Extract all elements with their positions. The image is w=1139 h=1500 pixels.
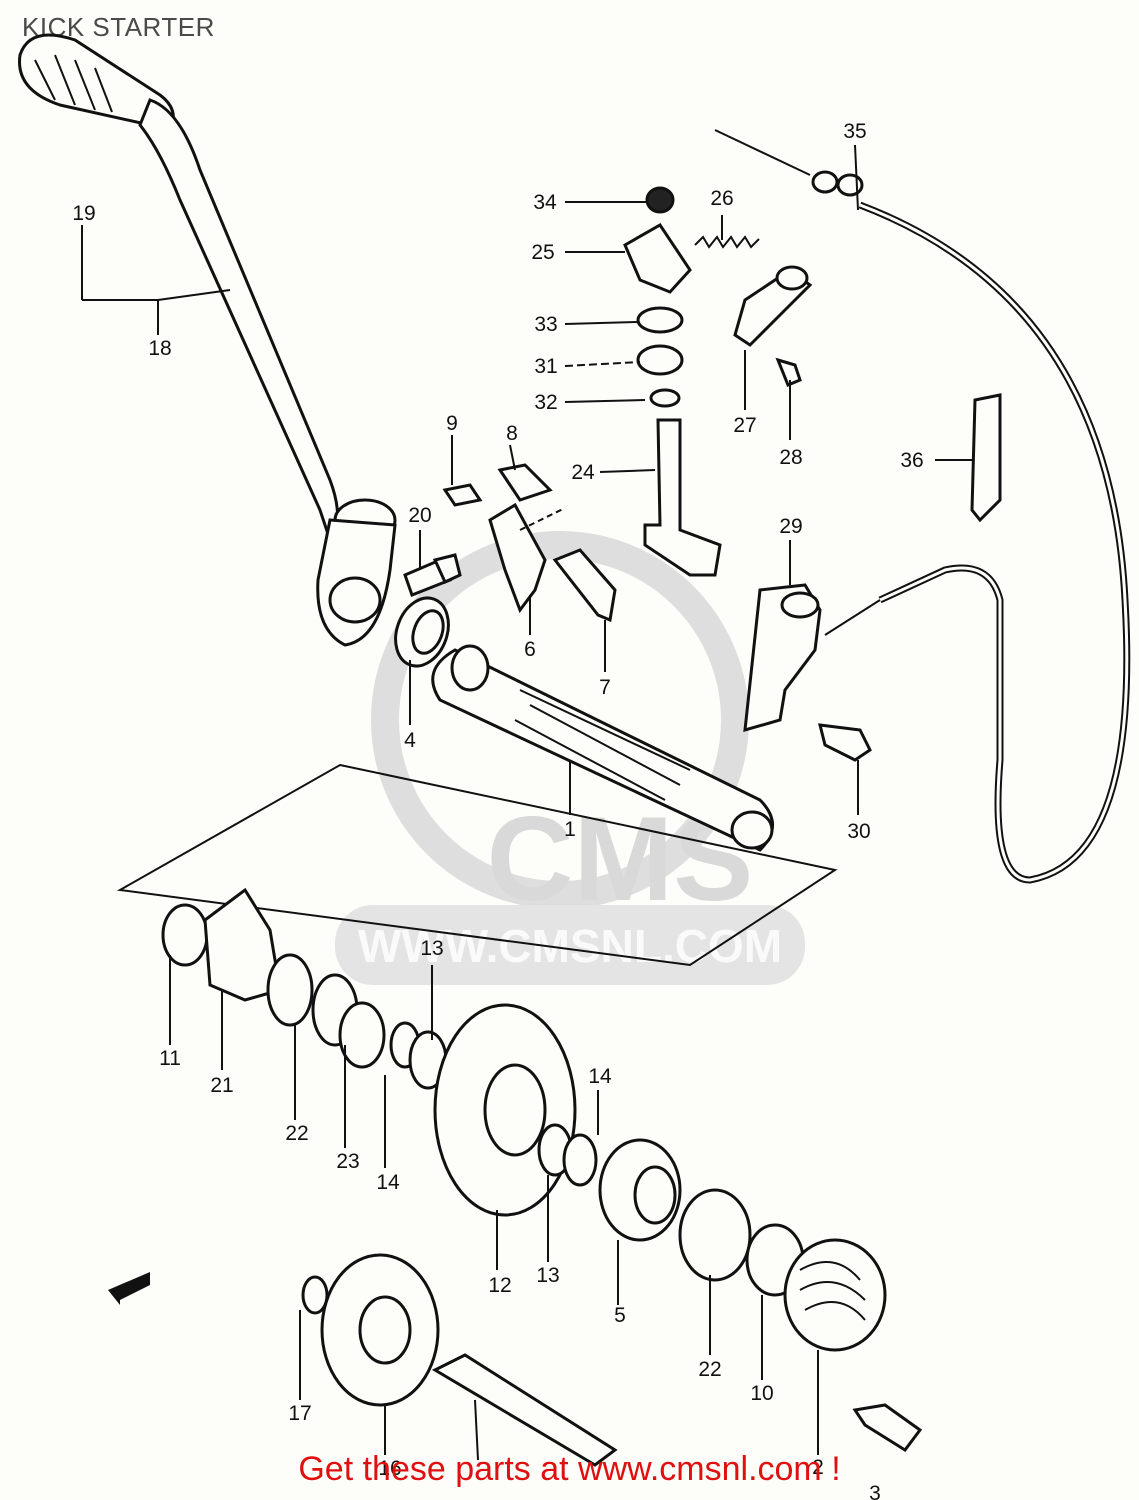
- callout-26: 26: [710, 187, 733, 210]
- callout-33: 33: [534, 313, 557, 336]
- callout-1: 1: [564, 818, 576, 841]
- callout-13b: 13: [536, 1264, 559, 1287]
- footer-link[interactable]: Get these parts at www.cmsnl.com !: [298, 1450, 841, 1488]
- stopper-plates: [442, 463, 617, 623]
- gear-train: [161, 887, 887, 1352]
- callout-numbers: 19 18 34 25 33 31 32 24 26 27 28 35 36 2…: [72, 120, 923, 1500]
- cable-35: [714, 129, 1131, 884]
- callout-14b: 14: [588, 1065, 612, 1088]
- callout-10: 10: [750, 1382, 773, 1405]
- clip-36: [970, 393, 1002, 523]
- callout-25: 25: [531, 241, 554, 264]
- callout-11: 11: [159, 1047, 181, 1070]
- callout-5: 5: [614, 1304, 626, 1327]
- shaft-24-assembly: [623, 186, 722, 577]
- lower-parts: [108, 1253, 923, 1467]
- callout-29: 29: [779, 515, 802, 538]
- callout-23: 23: [336, 1150, 359, 1173]
- callout-7: 7: [599, 676, 611, 699]
- kick-shaft-1: [431, 644, 774, 852]
- callout-31: 31: [534, 355, 557, 378]
- callout-19: 19: [72, 202, 95, 225]
- callout-27: 27: [733, 414, 756, 437]
- callout-34: 34: [533, 191, 557, 214]
- oil-seal-4: [394, 596, 450, 668]
- callout-17: 17: [288, 1402, 311, 1425]
- callout-32: 32: [534, 391, 557, 414]
- spring-26-bracket-27: [694, 235, 813, 387]
- callout-22a: 22: [285, 1122, 308, 1145]
- callout-20: 20: [408, 504, 431, 527]
- callout-13a: 13: [420, 937, 443, 960]
- callout-35: 35: [843, 120, 866, 143]
- callout-30: 30: [847, 820, 870, 843]
- callout-3: 3: [869, 1482, 881, 1500]
- callout-36: 36: [900, 449, 923, 472]
- callout-28: 28: [779, 446, 802, 469]
- kick-lever: [18, 33, 397, 647]
- callout-22b: 22: [698, 1358, 721, 1381]
- watermark-url: WWW.CMSNL.COM: [358, 920, 782, 972]
- callout-9: 9: [446, 412, 458, 435]
- callout-4: 4: [404, 729, 416, 752]
- callout-6: 6: [524, 638, 536, 661]
- bolt-20: [403, 553, 462, 597]
- callout-21: 21: [210, 1074, 233, 1097]
- callout-18: 18: [148, 337, 171, 360]
- callout-8: 8: [506, 422, 518, 445]
- callout-24: 24: [571, 461, 595, 484]
- leader-lines: [81, 144, 972, 1461]
- callout-2: 2: [812, 1456, 824, 1479]
- bracket-29: [743, 583, 872, 762]
- callout-14a: 14: [376, 1171, 400, 1194]
- callout-12: 12: [488, 1274, 511, 1297]
- callout-16: 16: [378, 1457, 401, 1480]
